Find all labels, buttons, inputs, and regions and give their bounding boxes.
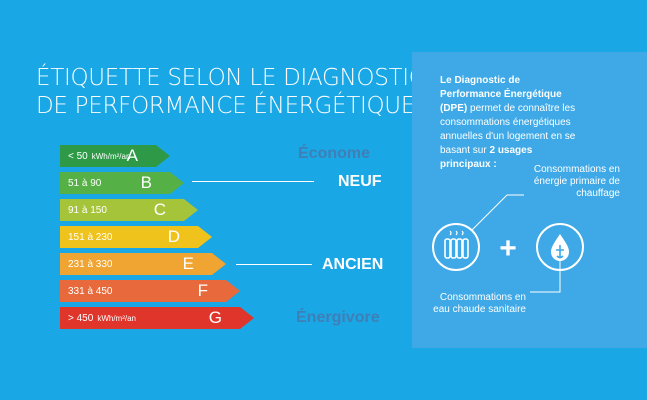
energy-bar-c: 91 à 150 C (60, 199, 198, 221)
bar-letter: F (197, 281, 208, 300)
radiator-icon (432, 223, 480, 271)
water-drop-icon (536, 223, 584, 271)
bar-range: < 50 (68, 150, 88, 162)
info-panel: Le Diagnostic de Performance Énergétique… (412, 52, 647, 348)
bar-unit: kWh/m²/an (97, 313, 136, 323)
energy-bar-f: 331 à 450 F (60, 280, 240, 302)
bar-letter: A (126, 146, 138, 165)
heating-caption: Consommations en énergie primaire de cha… (533, 164, 620, 199)
neuf-rule (192, 181, 314, 182)
energy-bar-b: 51 à 90 B (60, 172, 184, 194)
label-energivore: Énergivore (296, 309, 380, 326)
bar-arrow-tip (184, 199, 198, 221)
bar-letter: B (140, 173, 152, 192)
title-line-1: ÉTIQUETTE SELON LE DIAGNOSTIC (36, 65, 425, 91)
bar-range: 51 à 90 (68, 177, 102, 189)
energy-bar-d: 151 à 230 D (60, 226, 212, 248)
bar-letter: E (182, 254, 194, 273)
water-caption: Consommations en eau chaude sanitaire (433, 292, 526, 315)
page-title: ÉTIQUETTE SELON LE DIAGNOSTIC DE PERFORM… (36, 64, 425, 120)
ancien-rule (236, 264, 312, 265)
title-line-2: DE PERFORMANCE ÉNERGÉTIQUE (36, 93, 416, 119)
label-neuf: NEUF (338, 173, 382, 190)
bar-letter: D (167, 227, 180, 246)
bar-range: > 450 (68, 312, 94, 324)
dpe-name: Le Diagnostic de Performance Énergétique… (440, 75, 562, 114)
bar-arrow-tip (198, 226, 212, 248)
bar-arrow-tip (212, 253, 226, 275)
bar-range: 151 à 230 (68, 231, 113, 243)
panel-intro: Le Diagnostic de Performance Énergétique… (440, 74, 580, 172)
usages-label: 2 usages principaux : (440, 145, 533, 170)
plus-sign: + (499, 232, 517, 265)
bar-letter: G (208, 308, 222, 327)
bar-arrow-tip (170, 172, 184, 194)
energy-bar-e: 231 à 330 E (60, 253, 226, 275)
bar-letter: C (153, 200, 166, 219)
bar-arrow-tip (226, 280, 240, 302)
intro-text: permet de connaître les consommations én… (440, 103, 576, 156)
label-econome: Économe (298, 145, 371, 162)
bar-arrow-tip (240, 307, 254, 329)
bar-unit: kWh/m²/an (91, 151, 131, 161)
bar-range: 231 à 330 (68, 258, 113, 270)
bar-arrow-tip (156, 145, 170, 167)
bar-range: 91 à 150 (68, 204, 107, 216)
label-ancien: ANCIEN (322, 256, 384, 273)
bar-range: 331 à 450 (68, 285, 113, 297)
